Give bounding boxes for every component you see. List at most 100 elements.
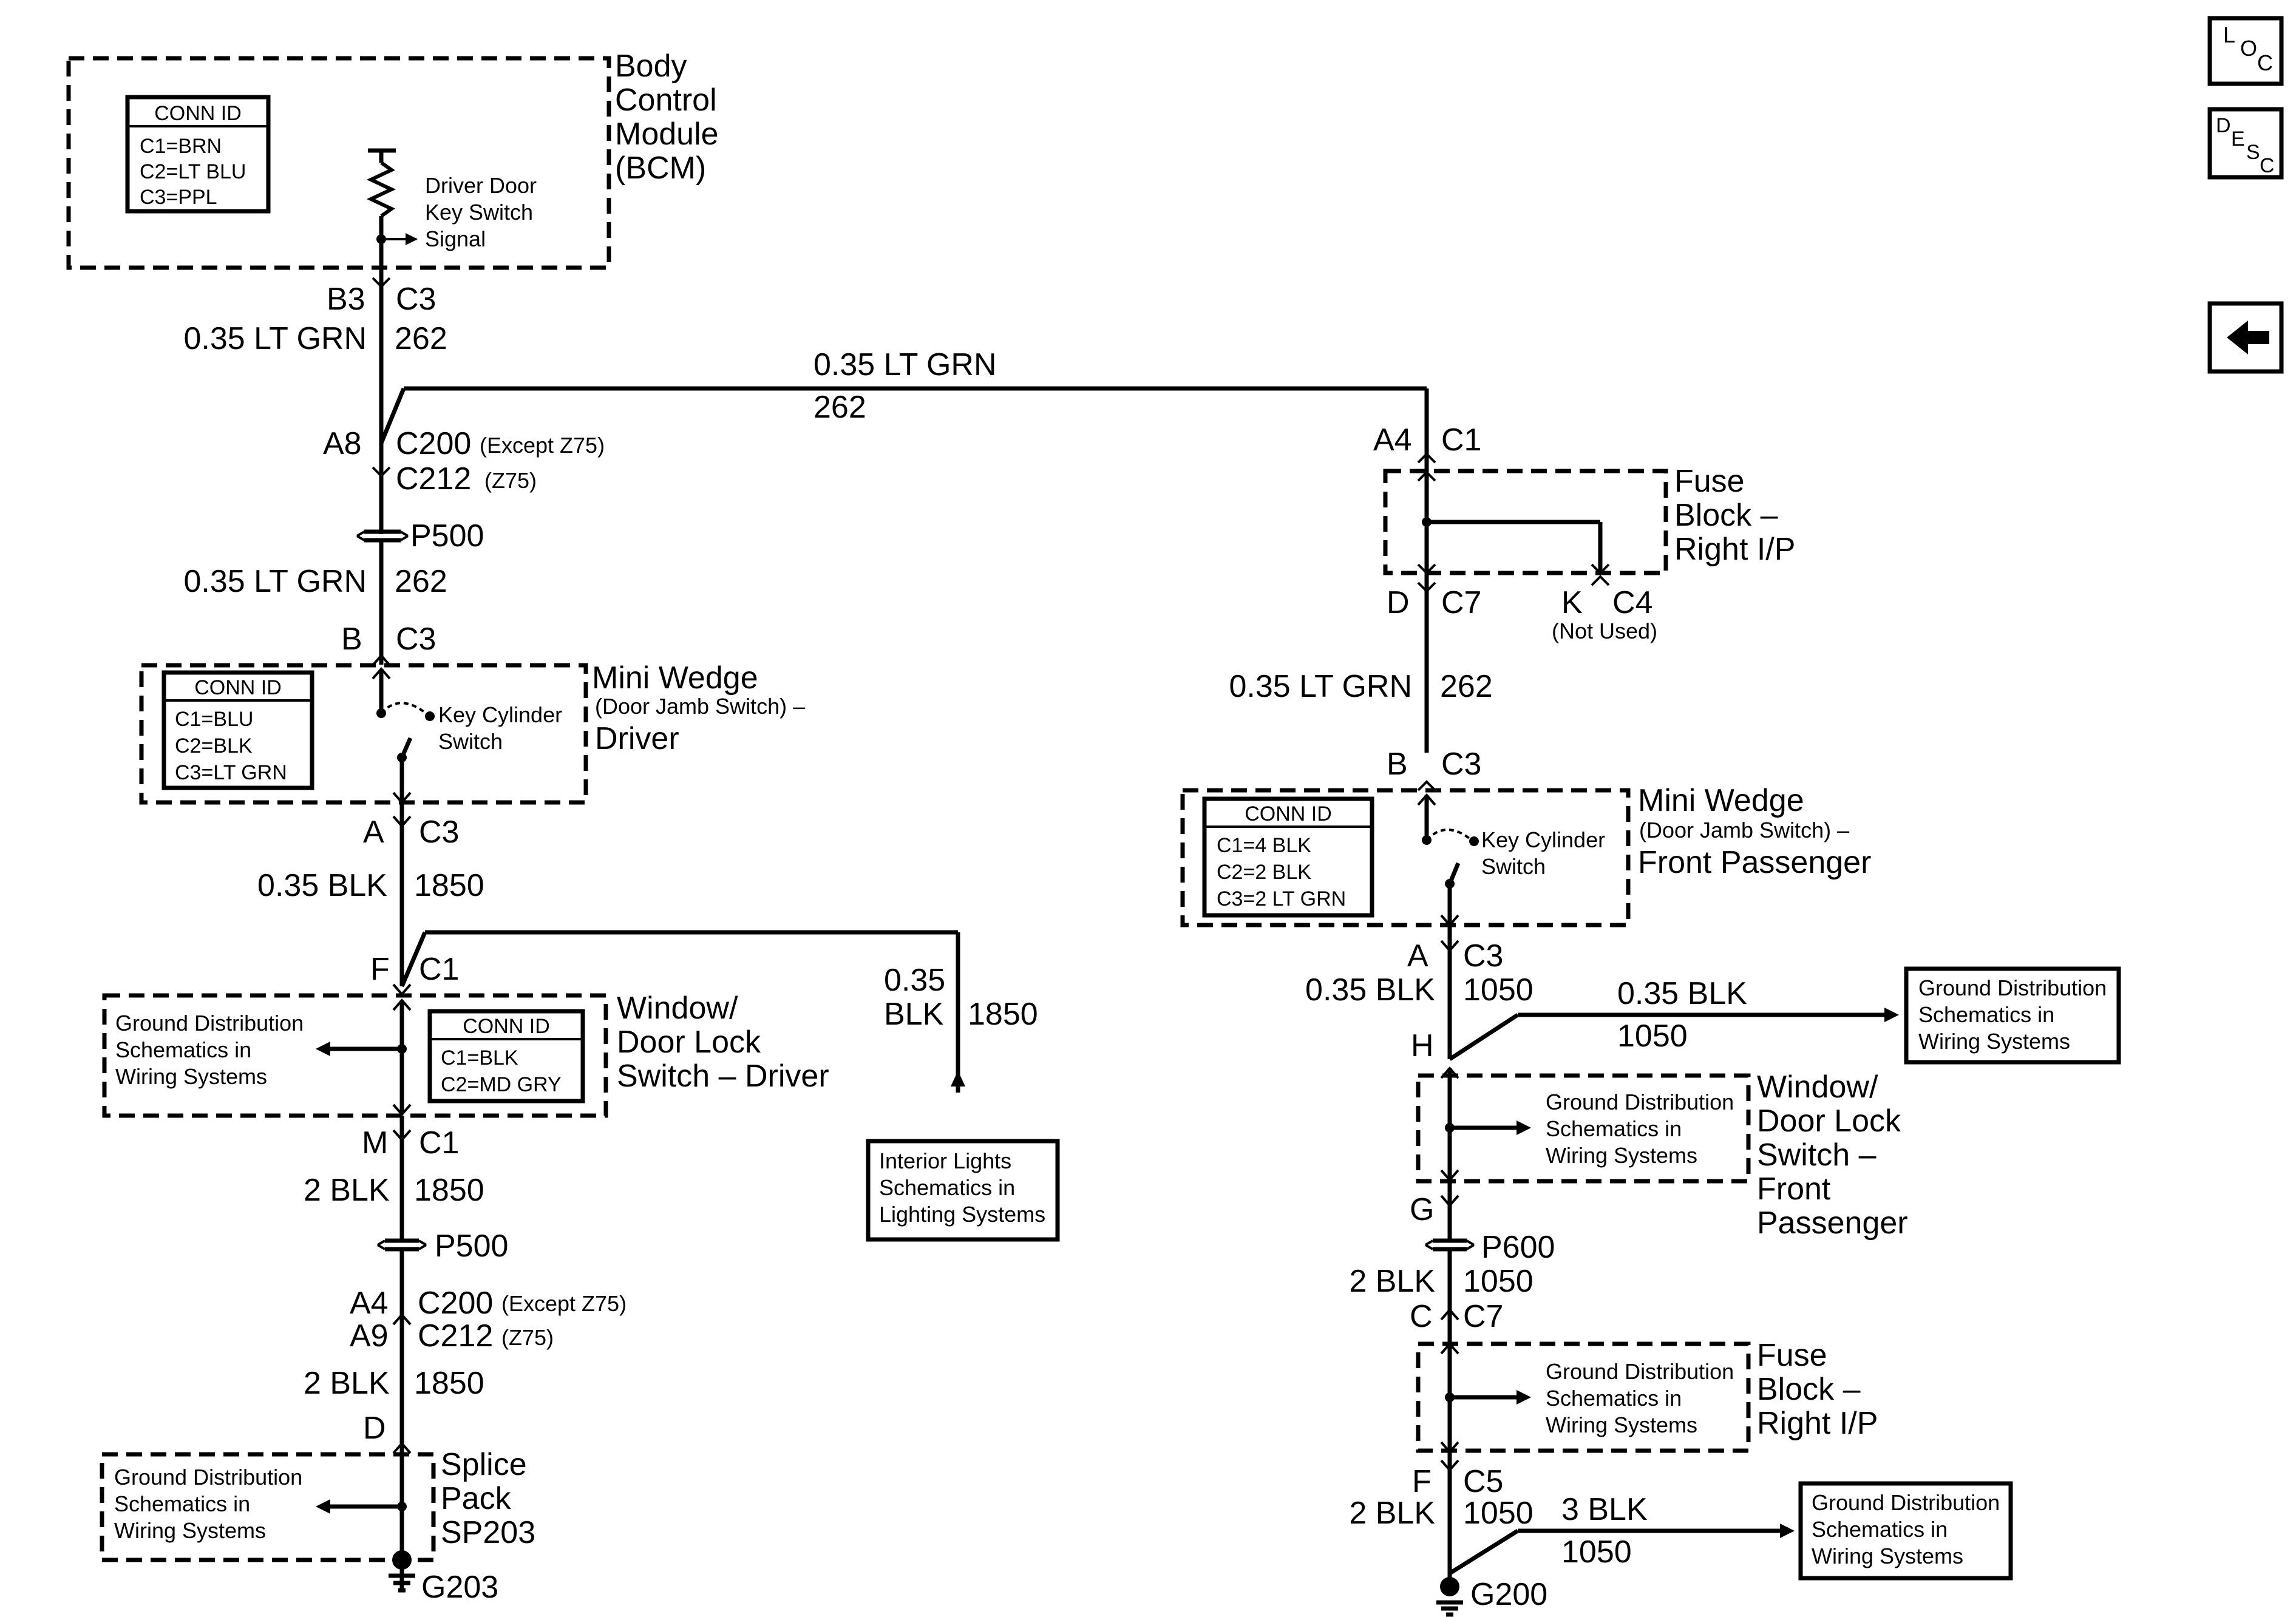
connector-c200: C200 [396, 426, 471, 461]
connector-c1-window-out: C1 [419, 1125, 459, 1161]
left-wire-262 [372, 270, 1427, 665]
ground-ref-box-right-2[interactable]: Ground Distribution Schematics in Wiring… [1798, 1481, 2013, 1581]
svg-text:Mini Wedge: Mini Wedge [1638, 783, 1804, 818]
ground-ref-window-driver[interactable]: Ground Distribution Schematics in Wiring… [115, 1011, 304, 1089]
branch-wire-gauge: 0.35 [884, 963, 945, 998]
svg-text:Ground Distribution: Ground Distribution [1918, 975, 2107, 1000]
ground-ref-window-passenger[interactable]: Ground Distribution Schematics in Wiring… [1546, 1090, 1734, 1168]
svg-text:Driver Door: Driver Door [425, 173, 537, 198]
svg-text:Control: Control [615, 83, 717, 118]
desc-button[interactable]: D E S C [2207, 107, 2284, 180]
right-wire-color-blk: 0.35 BLK [1305, 972, 1435, 1008]
pin-a8: A8 [323, 426, 362, 461]
circuit-262-1: 262 [395, 321, 447, 356]
z75-note-bottom: (Z75) [501, 1325, 554, 1350]
desc-letter-e: E [2231, 127, 2245, 151]
svg-text:CONN ID: CONN ID [194, 676, 282, 699]
pin-b-right: B [1387, 747, 1408, 782]
ground-ref-splice[interactable]: Ground Distribution Schematics in Wiring… [114, 1465, 302, 1543]
svg-text:C2=BLK: C2=BLK [175, 734, 253, 758]
svg-text:Ground Distribution: Ground Distribution [1812, 1490, 2000, 1515]
connector-c1-fuse: C1 [1441, 422, 1481, 458]
driver-key-cylinder-label-2: Switch [438, 729, 503, 754]
fuse-bottom-internal [1440, 1341, 1531, 1454]
pin-g: G [1410, 1192, 1434, 1227]
svg-text:Key Switch: Key Switch [425, 200, 533, 225]
svg-text:Switch –: Switch – [1757, 1137, 1877, 1173]
right-wire-color-lt-grn: 0.35 LT GRN [1229, 669, 1412, 704]
bcm-conn-id-table: CONN ID C1=BRN C2=LT BLU C3=PPL [125, 95, 271, 214]
bcm-dashed-box [66, 56, 611, 270]
pin-f-right: F [1412, 1464, 1432, 1499]
back-button[interactable] [2207, 301, 2284, 374]
connector-c3-bcm: C3 [396, 282, 436, 317]
ground-g200-symbol [1436, 1577, 1463, 1617]
loc-letter-l: L [2223, 22, 2235, 47]
window-switch-driver-title: Window/ Door Lock Switch – Driver [617, 991, 829, 1094]
window-switch-driver-box [102, 993, 608, 1118]
pin-k: K [1561, 585, 1583, 620]
p600-label: P600 [1481, 1230, 1555, 1265]
svg-text:Module: Module [615, 117, 719, 152]
mini-wedge-passenger-conn-id: CONN ID C1=4 BLK C2=2 BLK C3=2 LT GRN [1202, 796, 1374, 918]
branch-circuit-1850: 1850 [968, 997, 1038, 1032]
svg-text:C1=4 BLK: C1=4 BLK [1217, 834, 1311, 857]
ground-ref-fuse-bottom[interactable]: Ground Distribution Schematics in Wiring… [1546, 1359, 1734, 1437]
svg-text:Driver: Driver [595, 721, 679, 756]
svg-text:Interior Lights: Interior Lights [879, 1148, 1011, 1173]
svg-text:Signal: Signal [425, 226, 486, 251]
svg-text:Right I/P: Right I/P [1674, 532, 1795, 567]
left-ground-wire [376, 1116, 427, 1590]
svg-text:Front: Front [1757, 1171, 1831, 1207]
circuit-1850-2: 1850 [414, 1173, 484, 1208]
ground-ref-box-right-1[interactable]: Ground Distribution Schematics in Wiring… [1904, 966, 2121, 1065]
svg-text:Schematics in: Schematics in [1546, 1116, 1682, 1141]
svg-text:Pack: Pack [441, 1481, 512, 1516]
ground-g203-symbol [389, 1550, 415, 1593]
svg-text:Wiring Systems: Wiring Systems [1546, 1412, 1697, 1437]
loc-button[interactable]: L O C [2207, 16, 2284, 86]
passenger-key-cylinder-label-2: Switch [1481, 854, 1546, 879]
right-wire-color-2blk-2: 2 BLK [1349, 1496, 1435, 1531]
wire-color-2blk-1: 2 BLK [304, 1173, 390, 1208]
svg-text:CONN ID: CONN ID [154, 102, 242, 125]
right-circuit-1050-1: 1050 [1463, 972, 1533, 1008]
inline-connector-p500-top [356, 529, 409, 558]
window-driver-internal-wiring [316, 998, 412, 1117]
splice-internal [316, 1499, 407, 1514]
fuse-block-top-title: Fuse Block – Right I/P [1674, 464, 1795, 567]
window-switch-passenger-title: Window/ Door Lock Switch – Front Passeng… [1757, 1070, 1908, 1241]
svg-text:Body: Body [615, 49, 687, 84]
connector-c212-bottom: C212 [418, 1318, 493, 1354]
pin-h: H [1411, 1028, 1434, 1063]
connector-c3-driver-out: C3 [419, 815, 459, 850]
svg-text:SP203: SP203 [441, 1515, 535, 1550]
pin-b3: B3 [327, 282, 365, 317]
left-arrow-icon [2227, 320, 2269, 354]
svg-text:Block –: Block – [1757, 1372, 1861, 1407]
circuit-1850-1: 1850 [414, 868, 484, 903]
pin-m: M [362, 1125, 388, 1161]
passenger-key-cylinder-label-1: Key Cylinder [1481, 827, 1605, 852]
right-circuit-1050-2: 1050 [1463, 1264, 1533, 1299]
pin-d-left: D [363, 1411, 386, 1446]
desc-letter-s: S [2246, 141, 2260, 164]
pin-a4-right: A4 [1373, 422, 1412, 458]
svg-text:Schematics in: Schematics in [115, 1037, 251, 1062]
right-branch2-wire-color: 3 BLK [1561, 1492, 1648, 1527]
svg-text:C1=BRN: C1=BRN [140, 135, 222, 158]
svg-text:(Door Jamb Switch) –: (Door Jamb Switch) – [1639, 818, 1849, 842]
splice-pack-title: Splice Pack SP203 [441, 1447, 535, 1550]
connector-c1-window: C1 [419, 952, 459, 987]
wire-color-2blk-2: 2 BLK [304, 1366, 390, 1401]
svg-text:Wiring Systems: Wiring Systems [114, 1518, 266, 1543]
not-used-note: (Not Used) [1552, 619, 1657, 643]
interior-lights-reference-box[interactable]: Interior Lights Schematics in Lighting S… [866, 1139, 1060, 1242]
svg-text:Right I/P: Right I/P [1757, 1406, 1878, 1441]
bcm-resistor [366, 148, 418, 270]
mini-wedge-driver-conn-id: CONN ID C1=BLU C2=BLK C3=LT GRN [161, 670, 314, 790]
connector-c5: C5 [1463, 1464, 1503, 1499]
desc-letter-c: C [2260, 154, 2275, 177]
svg-text:C1=BLK: C1=BLK [441, 1046, 518, 1070]
svg-text:Lighting Systems: Lighting Systems [879, 1202, 1045, 1227]
